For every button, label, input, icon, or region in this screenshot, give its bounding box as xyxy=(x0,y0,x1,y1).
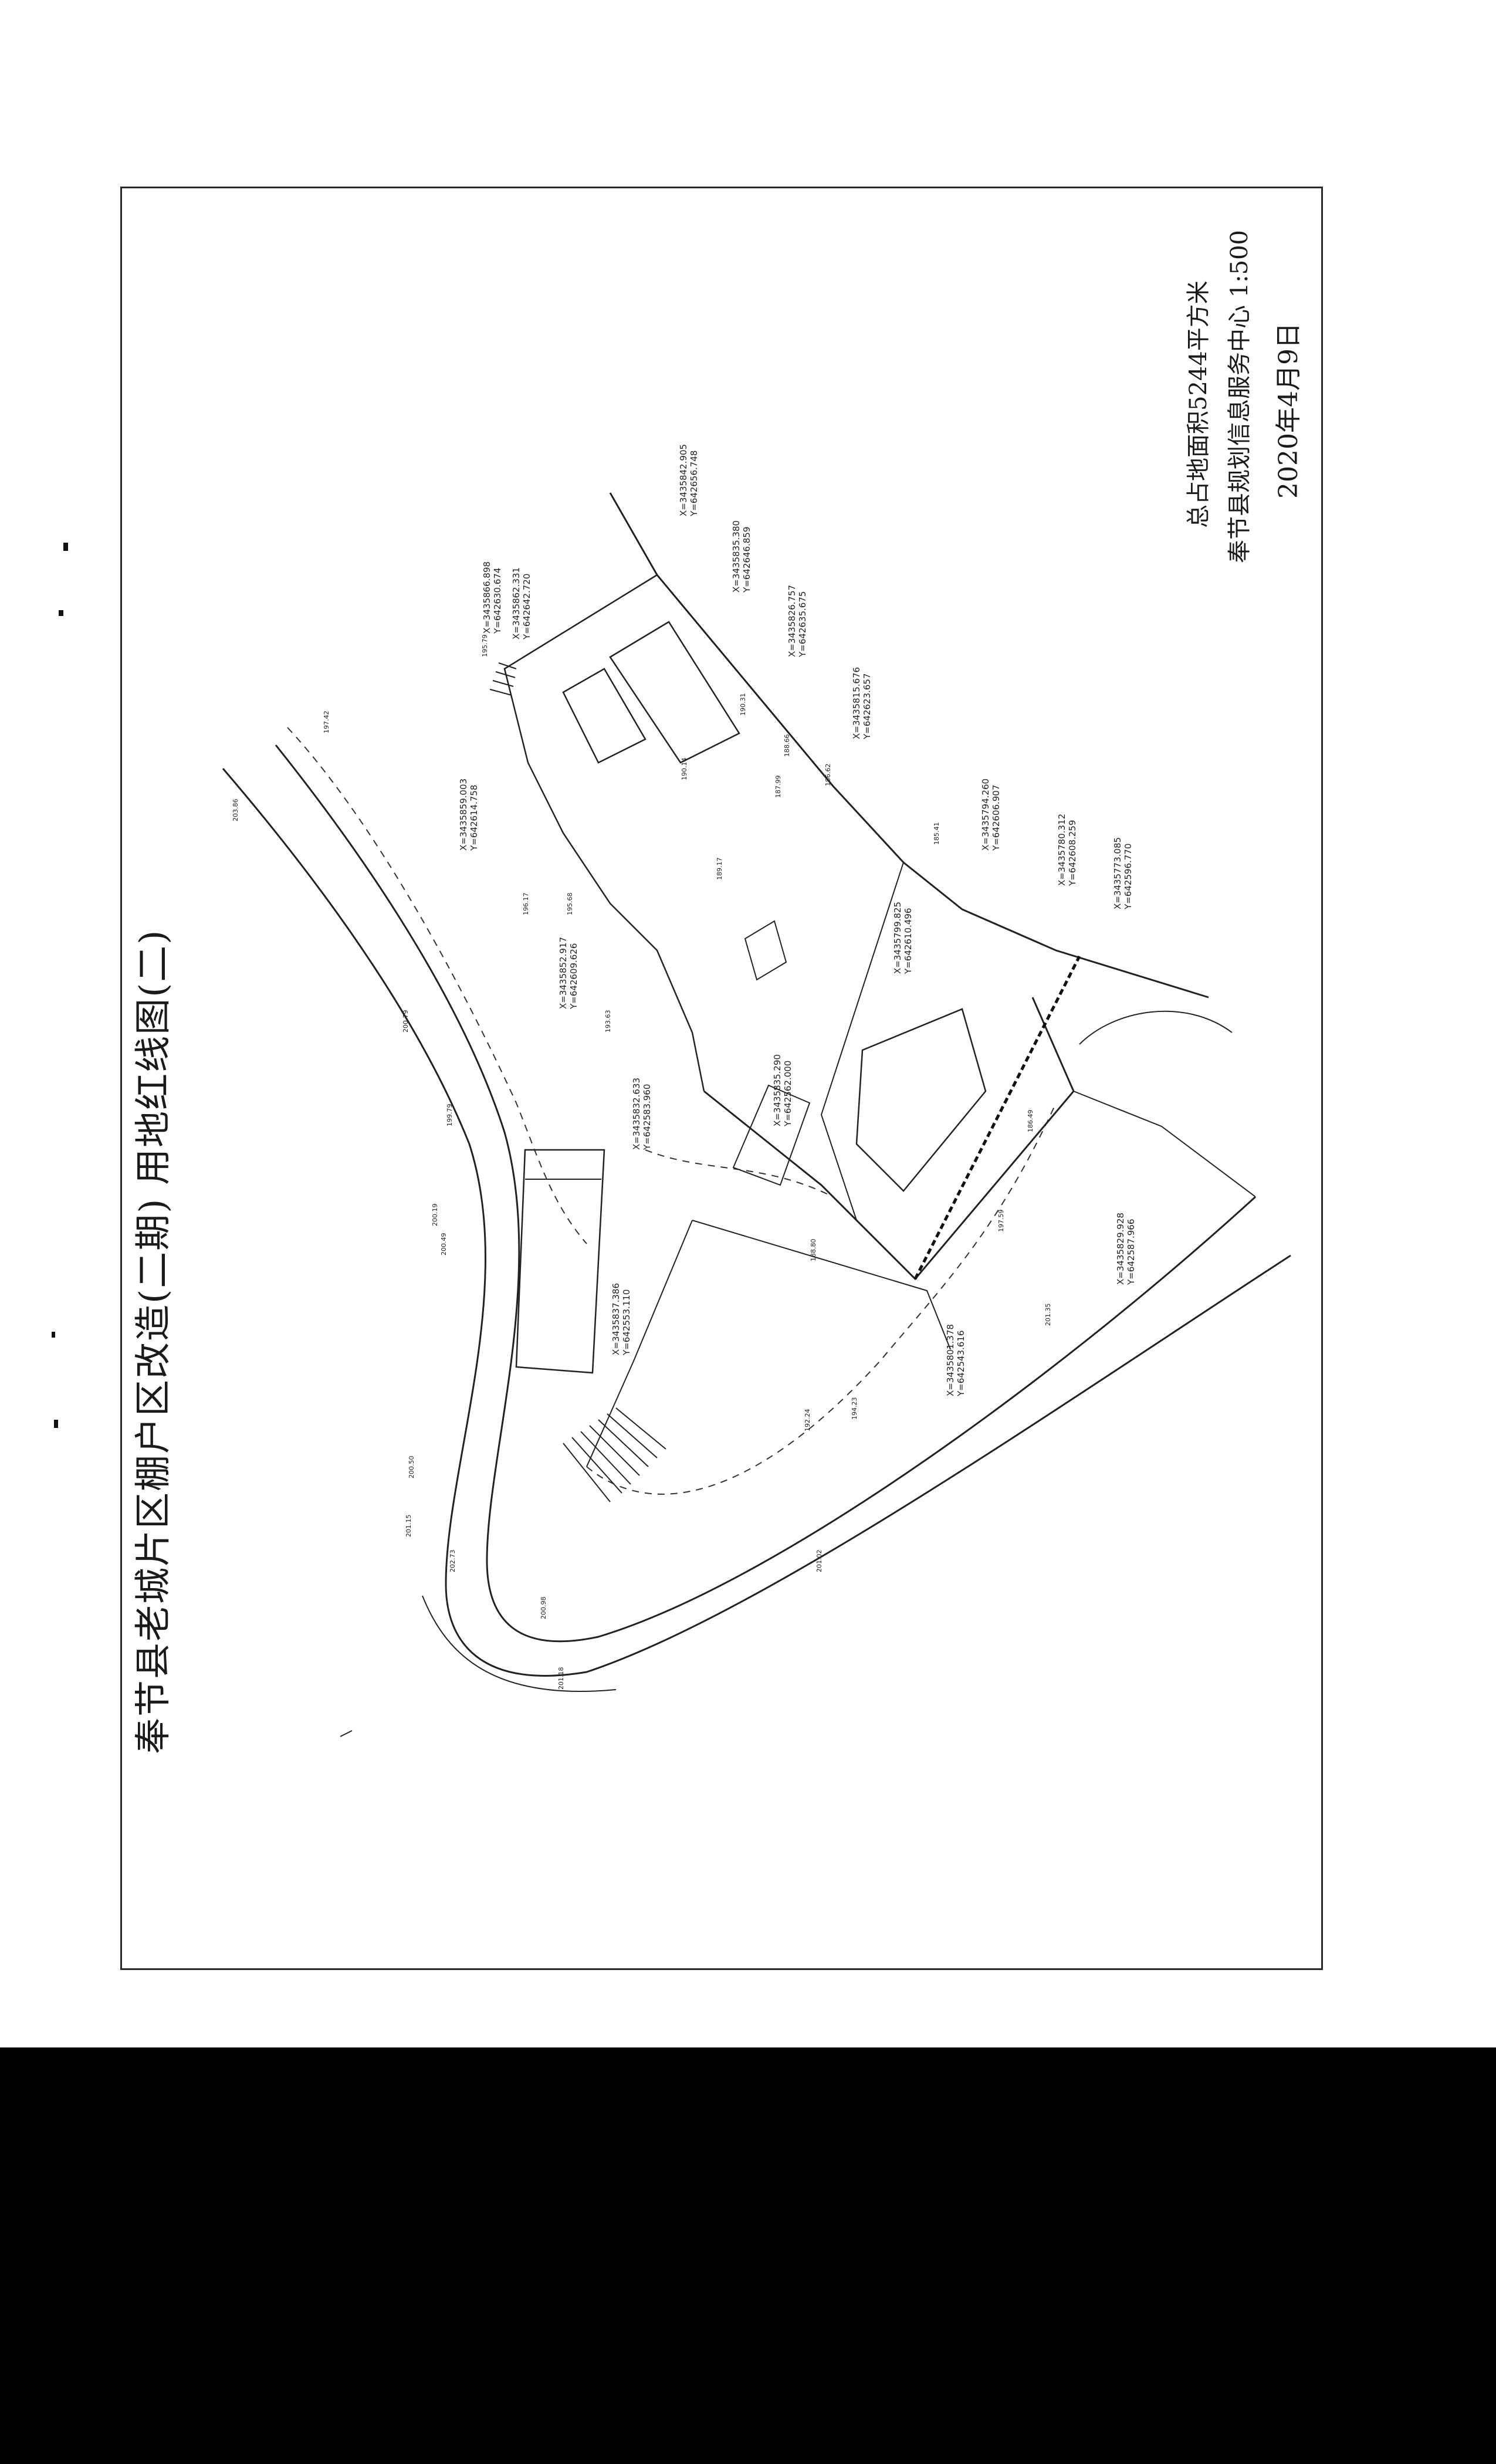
spot-elevation: 185.41 xyxy=(933,823,940,845)
spot-elevation: 202.73 xyxy=(449,1550,456,1573)
spot-elevation: 200.19 xyxy=(431,1204,439,1227)
building-outline xyxy=(732,1084,811,1186)
building-outline xyxy=(515,1149,605,1374)
footpath xyxy=(645,1149,834,1197)
coord-y: Y=642608.259 xyxy=(1067,820,1078,886)
spot-elevation: 194.23 xyxy=(851,1397,858,1420)
spot-elevation: 200.49 xyxy=(440,1233,448,1256)
coord-x: X=3435832.633 xyxy=(631,1078,642,1150)
spot-elevation: 189.17 xyxy=(716,858,723,881)
coord-x: X=3435773.085 xyxy=(1112,837,1123,909)
coord-y: Y=642606.907 xyxy=(991,785,1001,851)
coord-x: X=3435852.917 xyxy=(558,937,568,1009)
coord-x: X=3435815.676 xyxy=(851,667,862,739)
coord-y: Y=642609.626 xyxy=(568,943,579,1010)
spot-elevation: 197.59 xyxy=(997,1210,1005,1233)
drawing-frame xyxy=(120,187,1323,1970)
road-edge xyxy=(275,744,1257,1643)
coord-y: Y=642623.657 xyxy=(862,673,872,740)
scan-mark xyxy=(54,1420,58,1428)
building-outline xyxy=(562,668,647,764)
boundary-line xyxy=(820,862,904,1221)
coord-x: X=3435866.898 xyxy=(482,561,492,634)
elevation-labels: 203.86 200.50 201.15 202.73 200.98 201.1… xyxy=(232,635,1052,1690)
scan-mark xyxy=(59,610,63,616)
spot-elevation: 201.35 xyxy=(1044,1304,1052,1326)
spot-elevation: 190.31 xyxy=(739,693,747,716)
spot-elevation: 200.79 xyxy=(402,1010,409,1033)
spot-elevation: 200.50 xyxy=(408,1456,415,1479)
coord-y: Y=642642.720 xyxy=(522,574,532,640)
boundary-line xyxy=(609,492,1209,999)
spot-elevation: 201.02 xyxy=(815,1550,823,1573)
spot-elevation: 200.98 xyxy=(540,1597,547,1620)
spot-elevation: 190.14 xyxy=(681,758,688,781)
area-note: 总占地面积5244平方米 xyxy=(1185,280,1212,528)
map-title: 奉节县老城片区棚户区改造(二期) 用地红线图(二) xyxy=(131,929,174,1754)
coord-y: Y=642656.748 xyxy=(689,451,699,517)
spot-elevation: 192.24 xyxy=(804,1409,811,1432)
coord-x: X=3435859.003 xyxy=(458,779,469,851)
spot-elevation: 203.86 xyxy=(232,799,239,822)
spot-elevation: 199.79 xyxy=(446,1104,453,1127)
spot-elevation: 195.79 xyxy=(481,635,489,658)
spot-elevation: 201.18 xyxy=(557,1667,565,1690)
redline-boundary xyxy=(913,955,1081,1280)
spot-elevation: 186.62 xyxy=(824,764,832,787)
coord-y: Y=642614.758 xyxy=(469,785,479,851)
coord-y: Y=642635.675 xyxy=(797,591,808,658)
organization-scale: 奉节县规划信息服务中心 1:500 xyxy=(1226,230,1253,563)
coord-y: Y=642646.859 xyxy=(742,527,752,593)
boundary-line xyxy=(586,1220,693,1467)
coord-y: Y=642596.770 xyxy=(1123,844,1133,910)
footpath xyxy=(287,727,587,1244)
map-date: 2020年4月9日 xyxy=(1274,323,1304,499)
boundary-line xyxy=(692,1220,951,1350)
coord-x: X=3435801.378 xyxy=(945,1324,956,1396)
coord-y: Y=642583.960 xyxy=(642,1084,652,1150)
coord-y: Y=642610.496 xyxy=(903,908,913,974)
spot-elevation: 201.15 xyxy=(405,1515,412,1538)
spot-elevation: 195.68 xyxy=(566,893,574,916)
road-edge xyxy=(222,768,1291,1677)
spot-elevation: 188.66 xyxy=(783,735,791,757)
coord-x: X=3435835.380 xyxy=(731,520,742,593)
spot-elevation: 187.99 xyxy=(774,776,782,798)
road-edge xyxy=(422,1595,617,1693)
leader-line xyxy=(340,1730,353,1737)
stairs-hatch xyxy=(489,662,666,1502)
coord-x: X=3435799.825 xyxy=(892,902,903,974)
coord-y: Y=642630.674 xyxy=(492,568,503,634)
site-plan-drawing: 203.86 200.50 201.15 202.73 200.98 201.1… xyxy=(222,444,1291,1737)
scan-mark xyxy=(63,543,68,551)
boundary-line xyxy=(1073,1091,1256,1197)
coord-x: X=3435842.905 xyxy=(678,444,689,516)
footpath xyxy=(586,1102,1057,1495)
spot-elevation: 197.42 xyxy=(323,711,330,734)
building-outline xyxy=(609,621,740,764)
coord-x: X=3435837.386 xyxy=(611,1283,621,1355)
coord-x: X=3435794.260 xyxy=(980,779,991,851)
coord-y: Y=642543.616 xyxy=(956,1331,966,1397)
spot-elevation: 196.17 xyxy=(522,893,530,916)
coord-x: X=3435780.312 xyxy=(1057,814,1067,886)
spot-elevation: 193.63 xyxy=(604,1010,612,1033)
coord-y: Y=642587.966 xyxy=(1126,1219,1136,1285)
coord-y: Y=642553.110 xyxy=(621,1289,632,1356)
coord-y: Y=642562.000 xyxy=(783,1061,793,1127)
coord-x: X=3435829.928 xyxy=(1115,1213,1126,1285)
scan-mark xyxy=(52,1332,55,1338)
map-sheet: 203.86 200.50 201.15 202.73 200.98 201.1… xyxy=(0,0,1496,2047)
spot-elevation: 186.49 xyxy=(1027,1110,1034,1133)
building-outline xyxy=(855,1008,987,1192)
terrain-line xyxy=(1079,1010,1233,1045)
coord-x: X=3435862.331 xyxy=(511,567,522,639)
coord-x: X=3435835.290 xyxy=(772,1054,783,1126)
building-outline xyxy=(744,920,787,981)
coord-x: X=3435826.757 xyxy=(787,585,797,657)
spot-elevation: 188.80 xyxy=(810,1239,817,1262)
